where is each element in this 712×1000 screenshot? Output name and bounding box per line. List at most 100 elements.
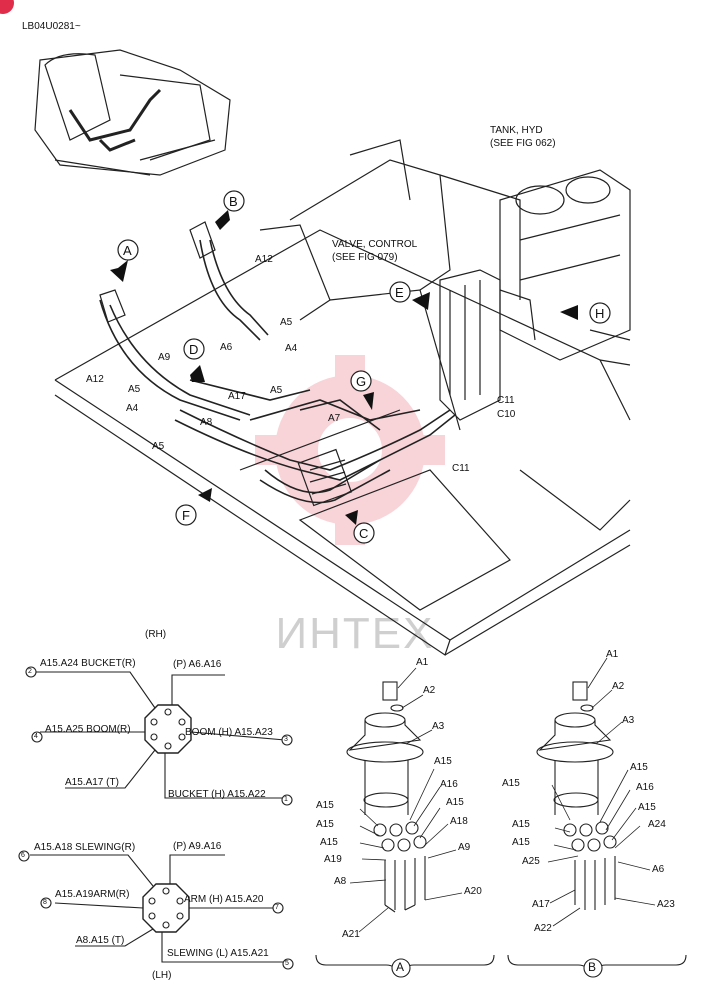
detail-b-pilot-valve — [536, 681, 617, 910]
detail-a-part-label: A15 — [446, 797, 464, 808]
detail-b-part-label: A6 — [652, 864, 665, 875]
hose-label: A5 — [270, 385, 283, 396]
machine-overview-icon — [34, 49, 231, 176]
lh-port-label: A15.A19ARM(R) — [55, 889, 130, 900]
rh-port-label: BUCKET (H) A15.A22 — [168, 789, 266, 800]
detail-b-part-label: A17 — [532, 899, 550, 910]
hose-label: A17 — [228, 391, 246, 402]
doc-code: LB04U0281~ — [22, 21, 81, 32]
detail-b-part-label: A15 — [512, 837, 530, 848]
tank-label: TANK, HYD — [490, 125, 543, 136]
hose-label: A6 — [220, 342, 233, 353]
detail-b-part-label: A15 — [512, 819, 530, 830]
mid-valve-block — [297, 448, 353, 507]
view-marker-a: A — [123, 243, 132, 258]
detail-b-part-label: A2 — [612, 681, 625, 692]
corner-badge — [0, 0, 14, 14]
hose-label: A12 — [255, 254, 273, 265]
detail-b-part-label: A1 — [606, 649, 619, 660]
frame — [54, 229, 631, 656]
detail-b-part-label: A15 — [638, 802, 656, 813]
detail-b-part-label: A15 — [630, 762, 648, 773]
lh-port-label: A15.A18 SLEWING(R) — [34, 842, 136, 853]
detail-b-part-label: A3 — [622, 715, 635, 726]
hose-label: A9 — [158, 352, 171, 363]
view-marker-f: F — [182, 508, 190, 523]
rh-port-number: 1 — [284, 796, 288, 803]
detail-a-part-label: A15 — [320, 837, 338, 848]
detail-a-part-label: A18 — [450, 816, 468, 827]
hose-label: A5 — [280, 317, 293, 328]
rh-port-number: 3 — [284, 736, 288, 743]
valve-ref-label: (SEE FIG 079) — [332, 252, 398, 263]
detail-b-part-label: A16 — [636, 782, 654, 793]
detail-a-pilot-valve — [346, 681, 427, 913]
rh-port-label: A15.A25 BOOM(R) — [45, 724, 131, 735]
boom-structure — [259, 139, 521, 431]
detail-a-part-label: A15 — [434, 756, 452, 767]
view-arrows — [110, 210, 578, 525]
detail-a-part-label: A16 — [440, 779, 458, 790]
view-marker-d: D — [189, 342, 199, 357]
view-marker-b: B — [229, 194, 238, 209]
view-marker-h: H — [595, 306, 605, 321]
view-marker-c: C — [359, 526, 369, 541]
view-marker-g: G — [356, 374, 367, 389]
detail-b-part-label: A25 — [522, 856, 540, 867]
detail-a-part-label: A21 — [342, 929, 360, 940]
lh-title: (LH) — [152, 970, 172, 981]
lh-port-number: 6 — [21, 852, 25, 859]
detail-a-part-label: A1 — [416, 657, 429, 668]
detail-b-part-label: A24 — [648, 819, 666, 830]
detail-a-part-label: A15 — [316, 819, 334, 830]
rh-port-number: 4 — [34, 733, 38, 740]
detail-a-part-label: A9 — [458, 842, 471, 853]
view-marker-e: E — [395, 285, 404, 300]
detail-a-marker: A — [396, 960, 405, 974]
detail-a-part-label: A19 — [324, 854, 342, 865]
detail-b-part-label: A15 — [502, 778, 520, 789]
rh-title: (RH) — [145, 629, 167, 640]
lh-port-label: A8.A15 (T) — [76, 935, 125, 946]
lh-port-label: ARM (H) A15.A20 — [184, 894, 264, 905]
detail-b-marker: B — [588, 960, 597, 974]
rh-port-label: (P) A6.A16 — [173, 659, 222, 670]
valve-label: VALVE, CONTROL — [332, 239, 418, 250]
hose-label: C10 — [497, 409, 516, 420]
hose-label: A4 — [285, 343, 298, 354]
lh-port-label: SLEWING (L) A15.A21 — [167, 948, 269, 959]
detail-b-part-label: A23 — [657, 899, 675, 910]
lh-port-number: 5 — [285, 960, 289, 967]
lh-port-number: 8 — [43, 899, 47, 906]
lh-port-label: (P) A9.A16 — [173, 841, 222, 852]
watermark-text: ИНТЕХ — [276, 609, 435, 658]
rh-port-number: 2 — [28, 668, 32, 675]
tank-ref-label: (SEE FIG 062) — [490, 138, 556, 149]
hose-label: A5 — [152, 441, 165, 452]
control-valve — [439, 269, 536, 421]
detail-a-part-label: A8 — [334, 876, 347, 887]
detail-a-part-label: A20 — [464, 886, 482, 897]
hose-label: A4 — [126, 403, 139, 414]
hose-label: A8 — [200, 417, 213, 428]
detail-a-part-label: A3 — [432, 721, 445, 732]
detail-a-part-label: A2 — [423, 685, 436, 696]
detail-a-part-label: A15 — [316, 800, 334, 811]
hose-label: A5 — [128, 384, 141, 395]
lh-port-number: 7 — [275, 904, 279, 911]
detail-b-part-label: A22 — [534, 923, 552, 934]
rh-port-label: A15.A24 BUCKET(R) — [40, 658, 136, 669]
rh-port-label: BOOM (H) A15.A23 — [185, 727, 273, 738]
hose-label: C11 — [497, 395, 515, 406]
pilot-valve-connectors — [99, 221, 216, 323]
hose-label: A7 — [328, 413, 341, 424]
rh-port-label: A15.A17 (T) — [65, 777, 119, 788]
hose-label: C11 — [452, 463, 470, 474]
hose-label: A12 — [86, 374, 104, 385]
hoses — [99, 239, 456, 504]
